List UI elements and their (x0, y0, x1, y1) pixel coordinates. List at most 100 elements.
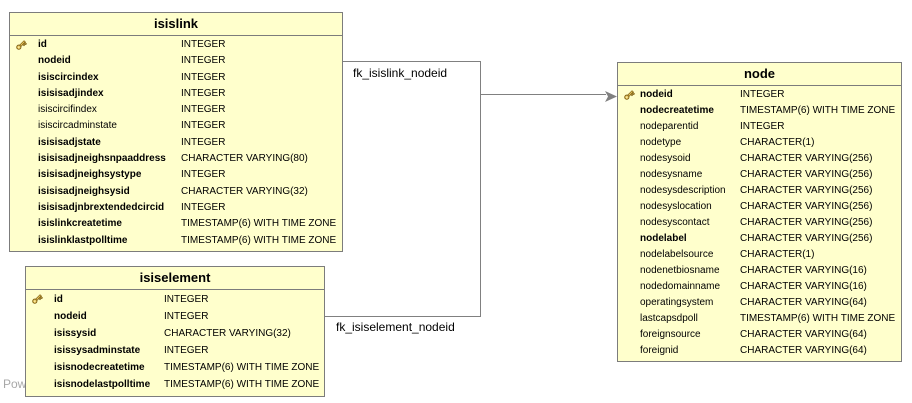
column-type: TIMESTAMP(6) WITH TIME ZONE (740, 105, 896, 116)
column-type: INTEGER (181, 136, 226, 148)
column-name: nodedomainname (640, 281, 721, 292)
table-row: nodesysoid CHARACTER VARYING(256) (618, 151, 901, 167)
table-row: nodesyslocation CHARACTER VARYING(256) (618, 199, 901, 215)
table-row: isislinkcreatetime TIMESTAMP(6) WITH TIM… (10, 216, 342, 232)
column-type: INTEGER (181, 104, 226, 116)
table-row: lastcapsdpoll TIMESTAMP(6) WITH TIME ZON… (618, 311, 901, 327)
column-name: id (38, 39, 47, 50)
column-type: CHARACTER VARYING(256) (740, 217, 873, 228)
table-row: nodesysdescription CHARACTER VARYING(256… (618, 183, 901, 199)
column-type: INTEGER (181, 87, 226, 99)
fk-label-isislink-nodeid: fk_isislink_nodeid (353, 66, 448, 80)
key-icon (623, 89, 636, 101)
column-type: CHARACTER VARYING(256) (740, 201, 873, 212)
table-row: nodelabel CHARACTER VARYING(256) (618, 231, 901, 247)
column-name: isissysid (54, 328, 97, 340)
table-row: isissysadminstate INTEGER (26, 342, 324, 359)
key-icon (15, 39, 28, 51)
column-name: isisnodelastpolltime (54, 379, 151, 391)
column-type: INTEGER (181, 201, 226, 213)
table-row: isiscircadminstate INTEGER (10, 118, 342, 134)
column-type: CHARACTER VARYING(64) (740, 329, 867, 340)
column-name: lastcapsdpoll (640, 313, 698, 324)
table-row: isissysid CHARACTER VARYING(32) (26, 325, 324, 342)
column-type: CHARACTER VARYING(16) (740, 265, 867, 276)
column-type: TIMESTAMP(6) WITH TIME ZONE (181, 234, 337, 246)
table-row: isiscircifindex INTEGER (10, 102, 342, 118)
table-row: nodesysname CHARACTER VARYING(256) (618, 167, 901, 183)
column-name: nodelabel (640, 233, 687, 244)
column-type: CHARACTER VARYING(256) (740, 169, 873, 180)
table-isislink[interactable]: isislink id INTEGER (9, 12, 343, 252)
column-name: nodetype (640, 137, 682, 148)
fk-label-isiselement-nodeid: fk_isiselement_nodeid (336, 320, 455, 334)
column-name: nodenetbiosname (640, 265, 720, 276)
arrowhead-icon (605, 89, 617, 107)
relationship-line-isiselement (324, 316, 481, 317)
table-row: isisisadjindex INTEGER (10, 86, 342, 102)
column-name: foreignid (640, 345, 679, 356)
column-type: INTEGER (740, 89, 785, 100)
table-title: isiselement (26, 267, 324, 290)
table-node[interactable]: node nodeid INTEGER (617, 62, 902, 362)
column-type: TIMESTAMP(6) WITH TIME ZONE (740, 313, 896, 324)
column-name: nodelabelsource (640, 249, 714, 260)
column-name: id (54, 294, 63, 305)
relationship-line-to-node (480, 94, 606, 95)
table-row: isisisadjnbrextendedcircid INTEGER (10, 200, 342, 216)
table-row: nodeid INTEGER (618, 87, 901, 103)
table-row: nodesyscontact CHARACTER VARYING(256) (618, 215, 901, 231)
column-type: CHARACTER VARYING(64) (740, 345, 867, 356)
column-name: isiscircindex (38, 71, 99, 83)
table-row: id INTEGER (10, 37, 342, 53)
table-row: nodeparentid INTEGER (618, 119, 901, 135)
table-rows: nodeid INTEGER nodecreatetime TIMESTAMP(… (618, 86, 901, 361)
table-row: isisisadjneighsystype INTEGER (10, 167, 342, 183)
column-name: nodeparentid (640, 121, 699, 132)
table-title: node (618, 63, 901, 86)
table-row: nodeid INTEGER (26, 308, 324, 325)
table-title: isislink (10, 13, 342, 36)
column-type: CHARACTER VARYING(32) (181, 185, 308, 197)
column-name: nodesysname (640, 169, 703, 180)
column-name: nodecreatetime (640, 105, 714, 116)
table-row: isisisadjneighsnpaaddress CHARACTER VARY… (10, 151, 342, 167)
column-type: INTEGER (740, 121, 785, 132)
watermark-text: Pow (3, 377, 27, 391)
column-type: CHARACTER VARYING(32) (164, 328, 291, 340)
table-row: nodenetbiosname CHARACTER VARYING(16) (618, 263, 901, 279)
column-name: nodesysdescription (640, 185, 726, 196)
table-row: isisnodelastpolltime TIMESTAMP(6) WITH T… (26, 376, 324, 393)
column-name: nodesyscontact (640, 217, 710, 228)
column-type: INTEGER (181, 39, 226, 50)
column-name: nodesysoid (640, 153, 691, 164)
column-type: INTEGER (181, 55, 226, 67)
column-name: foreignsource (640, 329, 701, 340)
column-name: isislinkcreatetime (38, 218, 122, 230)
column-type: CHARACTER(1) (740, 137, 815, 148)
column-name: isisnodecreatetime (54, 362, 145, 374)
table-row: nodeid INTEGER (10, 53, 342, 69)
table-row: id INTEGER (26, 291, 324, 308)
column-name: isislinklastpolltime (38, 234, 128, 246)
column-type: TIMESTAMP(6) WITH TIME ZONE (164, 379, 320, 391)
table-isiselement[interactable]: isiselement id INTEGER (25, 266, 325, 397)
relationship-line-spine (480, 61, 481, 317)
column-name: nodeid (640, 89, 673, 100)
column-name: isiscircadminstate (38, 120, 117, 132)
column-type: INTEGER (164, 345, 209, 357)
column-type: TIMESTAMP(6) WITH TIME ZONE (164, 362, 320, 374)
column-name: nodesyslocation (640, 201, 712, 212)
table-row: isisnodecreatetime TIMESTAMP(6) WITH TIM… (26, 359, 324, 376)
column-type: CHARACTER VARYING(256) (740, 185, 873, 196)
table-row: isisisadjneighsysid CHARACTER VARYING(32… (10, 184, 342, 200)
column-type: INTEGER (181, 71, 226, 83)
column-name: isisisadjneighsysid (38, 185, 130, 197)
column-type: CHARACTER VARYING(16) (740, 281, 867, 292)
column-type: INTEGER (181, 169, 226, 181)
table-row: isiscircindex INTEGER (10, 70, 342, 86)
table-row: isisisadjstate INTEGER (10, 135, 342, 151)
column-type: CHARACTER VARYING(256) (740, 153, 873, 164)
column-type: CHARACTER VARYING(80) (181, 153, 308, 165)
